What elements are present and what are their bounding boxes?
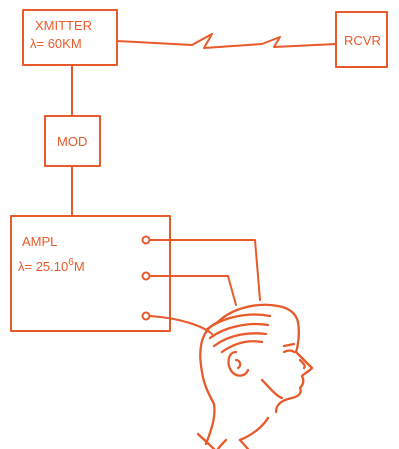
amplifier-wavelength-exponent: 6 xyxy=(68,257,74,268)
terminal-1 xyxy=(141,235,151,245)
amplifier-wavelength-unit: M xyxy=(73,259,85,274)
wire-3 xyxy=(149,315,213,335)
radio-link-zigzag xyxy=(116,33,337,49)
receiver-name: RCVR xyxy=(344,33,381,48)
wire-1 xyxy=(149,239,261,301)
man-head-illustration xyxy=(196,303,314,449)
terminal-2 xyxy=(141,271,151,281)
transmitter-box xyxy=(22,9,118,66)
wire-2 xyxy=(149,275,237,306)
amplifier-wavelength-prefix: λ= 25.10 xyxy=(18,259,69,274)
receiver-box xyxy=(335,11,388,68)
amplifier-name: AMPL xyxy=(22,234,58,249)
transmitter-wavelength: λ= 60KM xyxy=(30,36,82,51)
amplifier-wavelength: λ= 25.106M xyxy=(18,255,85,274)
transmitter-name: XMITTER xyxy=(35,18,93,33)
amplifier-box xyxy=(10,215,171,332)
terminal-3 xyxy=(141,311,151,321)
modulator-name: MOD xyxy=(57,134,88,149)
